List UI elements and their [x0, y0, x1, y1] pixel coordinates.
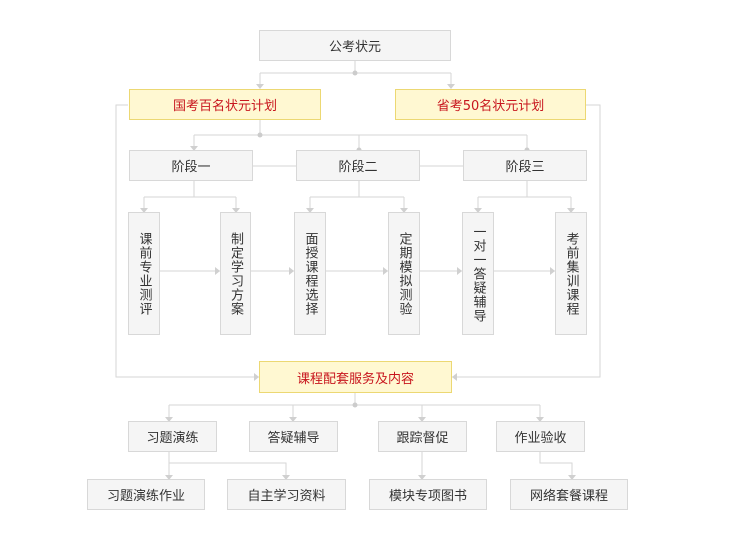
step-mock-test: 定期模拟测验	[388, 212, 420, 335]
resource-label: 习题演练作业	[106, 489, 185, 504]
services-label: 课程配套服务及内容	[296, 371, 414, 387]
plan-national: 国考百名状元计划	[129, 89, 321, 120]
resource-online-courses: 网络套餐课程	[510, 479, 628, 510]
step-label: 定期模拟测验	[396, 231, 412, 316]
top-node: 公考状元	[259, 30, 451, 61]
stage-2: 阶段二	[296, 150, 420, 181]
stage-2-label: 阶段二	[338, 160, 378, 175]
stage-3: 阶段三	[463, 150, 587, 181]
service-label: 跟踪督促	[396, 431, 449, 446]
step-label: 考前集训课程	[563, 231, 579, 316]
plan-national-label: 国考百名状元计划	[172, 99, 277, 114]
resource-label: 自主学习资料	[247, 489, 326, 504]
service-qa: 答疑辅导	[249, 421, 338, 452]
step-pre-assessment: 课前专业测评	[128, 212, 160, 335]
top-node-label: 公考状元	[328, 40, 381, 55]
stage-1-label: 阶段一	[171, 160, 211, 175]
services-node: 课程配套服务及内容	[259, 361, 452, 393]
resource-exercise-homework: 习题演练作业	[87, 479, 205, 510]
step-label: 课前专业测评	[136, 231, 152, 316]
service-label: 作业验收	[514, 431, 567, 446]
resource-label: 网络套餐课程	[529, 489, 608, 504]
step-label: 面授课程选择	[302, 231, 318, 316]
plan-provincial-label: 省考50名状元计划	[436, 99, 545, 114]
stage-1: 阶段一	[129, 150, 253, 181]
plan-provincial: 省考50名状元计划	[395, 89, 586, 120]
service-label: 答疑辅导	[267, 431, 320, 446]
resource-label: 模块专项图书	[388, 489, 467, 504]
service-label: 习题演练	[146, 431, 199, 446]
resource-self-study: 自主学习资料	[227, 479, 346, 510]
step-one-on-one: 一对一答疑辅导	[462, 212, 494, 335]
service-tracking: 跟踪督促	[378, 421, 467, 452]
service-homework: 作业验收	[496, 421, 585, 452]
step-intensive-course: 考前集训课程	[555, 212, 587, 335]
stage-3-label: 阶段三	[505, 160, 545, 175]
step-study-plan: 制定学习方案	[220, 212, 251, 335]
step-label: 制定学习方案	[228, 231, 243, 316]
resource-module-books: 模块专项图书	[369, 479, 487, 510]
service-exercises: 习题演练	[128, 421, 217, 452]
step-label: 一对一答疑辅导	[470, 224, 486, 323]
step-course-selection: 面授课程选择	[294, 212, 326, 335]
